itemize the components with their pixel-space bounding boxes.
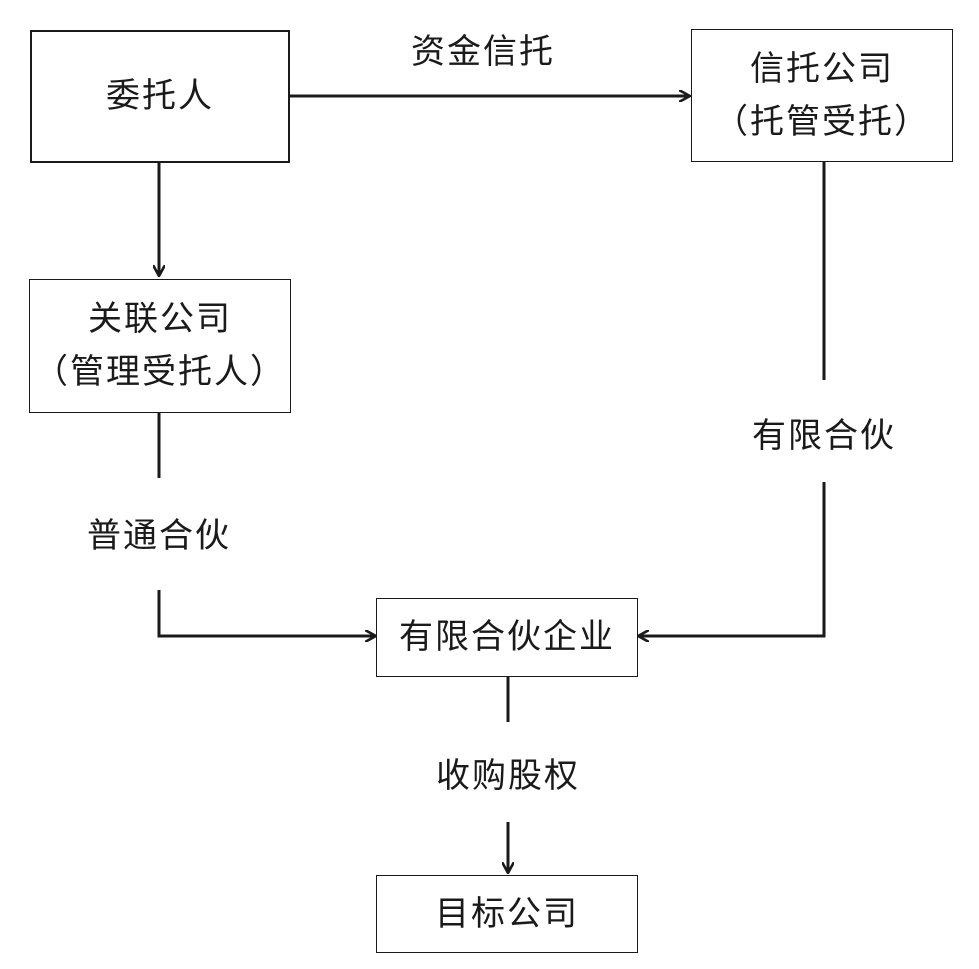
- edge-affiliate-to-lp-lower: [157, 590, 376, 636]
- edge-trust-to-lp-lower: [638, 482, 826, 636]
- node-trust-company: 信托公司 （托管受托）: [691, 29, 953, 162]
- node-lp-enterprise: 有限合伙企业: [376, 598, 638, 677]
- node-principal-label: 委托人: [106, 76, 214, 117]
- edge-label-fund-trust: 资金信托: [411, 32, 555, 72]
- node-target-label: 目标公司: [435, 893, 579, 934]
- node-affiliate: 关联公司 （管理受托人）: [29, 279, 291, 413]
- node-affiliate-label: 关联公司: [88, 299, 232, 340]
- edge-label-acquire-equity: 收购股权: [436, 756, 580, 796]
- edge-label-general-partner: 普通合伙: [87, 516, 231, 556]
- node-principal: 委托人: [30, 30, 290, 163]
- node-trust-company-sublabel: （托管受托）: [714, 101, 930, 142]
- node-trust-company-label: 信托公司: [750, 48, 894, 89]
- node-affiliate-sublabel: （管理受托人）: [34, 352, 286, 392]
- edge-label-limited-partner: 有限合伙: [752, 416, 896, 456]
- node-target: 目标公司: [376, 875, 638, 953]
- node-lp-enterprise-label: 有限合伙企业: [399, 617, 615, 658]
